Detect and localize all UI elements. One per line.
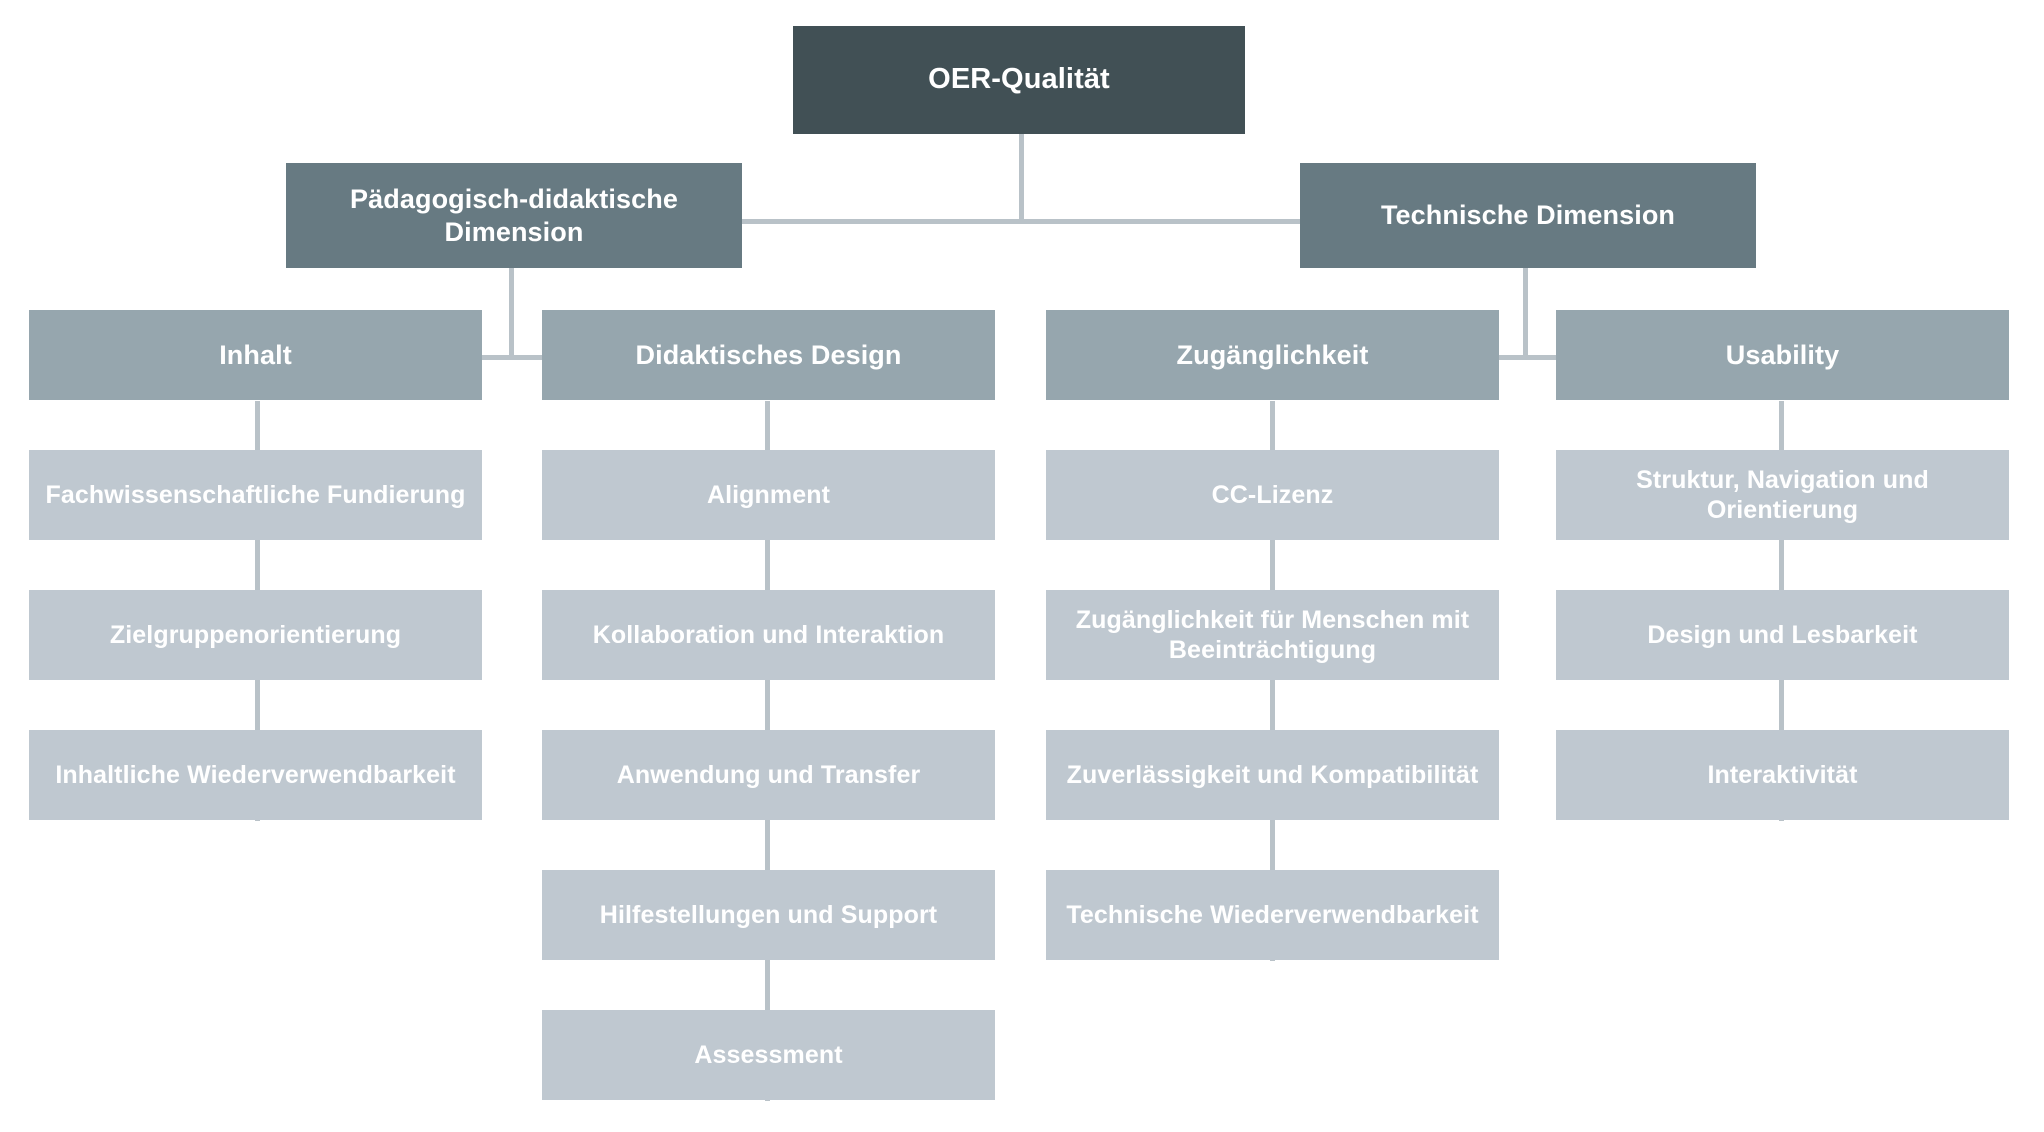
node-label: CC-Lizenz — [1211, 480, 1334, 509]
node-leaf-design-und-lesbarkeit[interactable]: Design und Lesbarkeit — [1556, 590, 2009, 680]
node-label: Inhaltliche Wiederverwendbarkeit — [55, 760, 456, 789]
connector-right-dimension-trunk — [1523, 268, 1528, 360]
node-leaf-cc-lizenz[interactable]: CC-Lizenz — [1046, 450, 1499, 540]
node-leaf-zielgruppenorientierung[interactable]: Zielgruppenorientierung — [29, 590, 482, 680]
node-label: Zugänglichkeit für Menschen mit Beeinträ… — [1075, 605, 1470, 665]
node-label: Kollaboration und Interaktion — [592, 620, 945, 649]
node-leaf-inhaltliche-wiederverwendbarkeit[interactable]: Inhaltliche Wiederverwendbarkeit — [29, 730, 482, 820]
node-label: Didaktisches Design — [635, 339, 902, 370]
node-leaf-zuverlaessigkeit-und-kompatibilitaet[interactable]: Zuverlässigkeit und Kompatibilität — [1046, 730, 1499, 820]
node-label: Pädagogisch-didaktische Dimension — [350, 183, 678, 247]
node-category-zugaenglichkeit[interactable]: Zugänglichkeit — [1046, 310, 1499, 400]
node-leaf-struktur-navigation-und-orientierung[interactable]: Struktur, Navigation und Orientierung — [1556, 450, 2009, 540]
node-dimension-technisch[interactable]: Technische Dimension — [1300, 163, 1756, 268]
node-dimension-paedagogisch-didaktisch[interactable]: Pädagogisch-didaktische Dimension — [286, 163, 742, 268]
connector-root-bridge — [736, 219, 1304, 224]
node-label: Hilfestellungen und Support — [599, 900, 938, 929]
connector-left-category-bridge — [482, 355, 542, 360]
node-label: Interaktivität — [1707, 760, 1858, 789]
node-leaf-technische-wiederverwendbarkeit[interactable]: Technische Wiederverwendbarkeit — [1046, 870, 1499, 960]
node-label: Anwendung und Transfer — [616, 760, 921, 789]
node-label: Technische Dimension — [1380, 200, 1676, 231]
node-root-oer-qualitaet[interactable]: OER-Qualität — [793, 26, 1245, 134]
connector-right-category-bridge — [1496, 355, 1556, 360]
node-leaf-assessment[interactable]: Assessment — [542, 1010, 995, 1100]
node-label: Zuverlässigkeit und Kompatibilität — [1066, 760, 1479, 789]
node-label: Zugänglichkeit — [1176, 339, 1369, 370]
node-label: Fachwissenschaftliche Fundierung — [45, 480, 466, 509]
node-label: Inhalt — [219, 339, 292, 370]
node-label: Struktur, Navigation und Orientierung — [1636, 465, 1929, 525]
node-leaf-kollaboration-und-interaktion[interactable]: Kollaboration und Interaktion — [542, 590, 995, 680]
node-label: Usability — [1725, 339, 1840, 370]
node-label: Alignment — [706, 480, 831, 509]
node-label: Assessment — [694, 1040, 843, 1069]
node-label: Zielgruppenorientierung — [109, 620, 402, 649]
node-label: OER-Qualität — [928, 63, 1110, 96]
node-leaf-hilfestellungen-und-support[interactable]: Hilfestellungen und Support — [542, 870, 995, 960]
node-label: Technische Wiederverwendbarkeit — [1066, 900, 1479, 929]
node-category-inhalt[interactable]: Inhalt — [29, 310, 482, 400]
node-category-didaktisches-design[interactable]: Didaktisches Design — [542, 310, 995, 400]
connector-left-dimension-trunk — [509, 268, 514, 360]
node-leaf-alignment[interactable]: Alignment — [542, 450, 995, 540]
connector-root-trunk — [1019, 133, 1024, 223]
node-category-usability[interactable]: Usability — [1556, 310, 2009, 400]
node-label: Design und Lesbarkeit — [1647, 620, 1918, 649]
connector-spine-zugaenglichkeit — [1270, 401, 1275, 961]
node-leaf-fachwissenschaftliche-fundierung[interactable]: Fachwissenschaftliche Fundierung — [29, 450, 482, 540]
node-leaf-zugaenglichkeit-fuer-menschen-mit-beeintraechtigung[interactable]: Zugänglichkeit für Menschen mit Beeinträ… — [1046, 590, 1499, 680]
node-leaf-interaktivitaet[interactable]: Interaktivität — [1556, 730, 2009, 820]
node-leaf-anwendung-und-transfer[interactable]: Anwendung und Transfer — [542, 730, 995, 820]
